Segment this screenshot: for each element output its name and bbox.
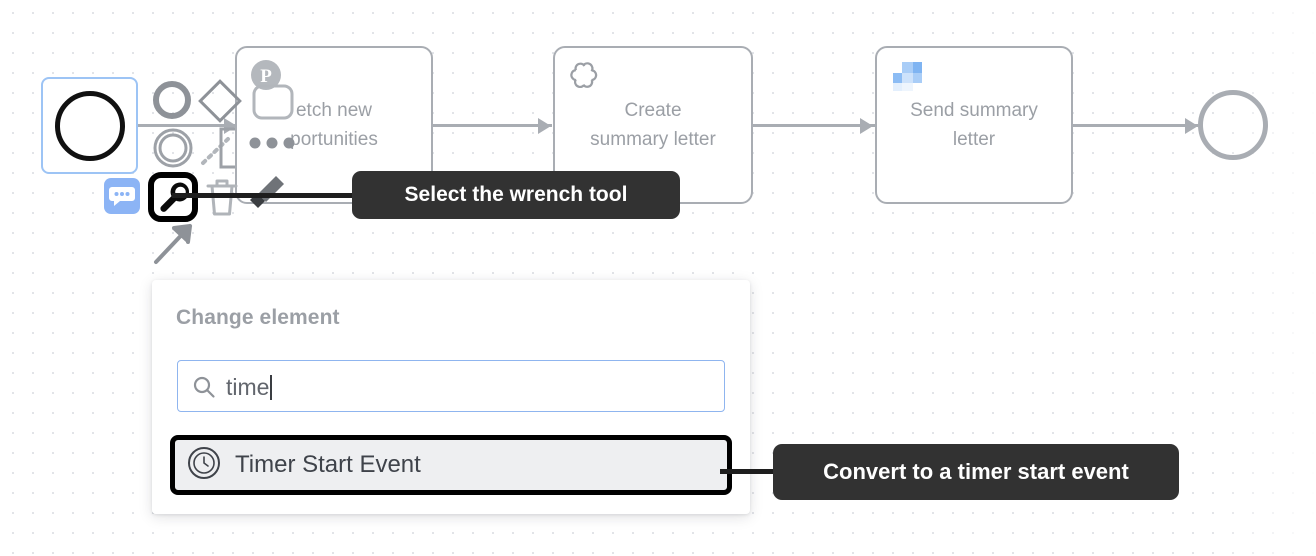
append-subprocess-icon[interactable] [215,126,239,175]
connector-task3-to-end [1073,124,1198,127]
append-end-event-icon[interactable] [152,80,192,125]
connector-start-to-task1 [137,124,237,127]
end-event-circle[interactable] [1198,90,1268,160]
task-label: Create summary letter [590,100,716,150]
comment-icon[interactable] [104,178,140,214]
task-label: etch new portunities [290,100,378,150]
pipedrive-icon: P [249,58,283,92]
change-element-dialog: Change element time Timer Start Event [152,280,750,514]
connector-task2-to-task3 [753,124,875,127]
dialog-title: Change element [176,306,340,329]
connector-task1-to-task2 [432,124,552,127]
result-timer-start-event[interactable]: Timer Start Event [170,435,732,495]
timer-start-event-icon [187,446,221,485]
append-task-icon[interactable] [252,84,294,125]
tooltip-text: Convert to a timer start event [823,459,1129,484]
append-intermediate-event-icon[interactable] [152,127,194,174]
tooltip-leader-timer [720,469,780,474]
task-send-summary-letter[interactable]: Send summary letter [875,46,1073,204]
connector-arrowhead-3 [860,118,873,134]
connector-arrowhead-4 [1185,118,1198,134]
task-label: Send summary letter [910,100,1038,150]
delete-icon[interactable] [204,176,240,223]
connect-icon[interactable] [200,135,232,172]
mouse-pointer-arrow [150,218,198,271]
search-text: time [226,374,270,400]
search-input-value: time [226,374,273,401]
result-label: Timer Start Event [235,451,421,478]
svg-text:P: P [260,66,272,87]
openai-icon [567,58,601,92]
tooltip-convert-timer: Convert to a timer start event [773,444,1179,500]
more-options-icon[interactable] [248,132,296,159]
search-input[interactable]: time [177,360,725,412]
search-icon [192,375,216,404]
text-caret [270,375,273,400]
connector-arrowhead-2 [538,118,551,134]
tooltip-text: Select the wrench tool [404,183,628,206]
start-event-circle[interactable] [55,91,125,161]
microsoft-outlook-icon [889,58,923,92]
tooltip-select-wrench: Select the wrench tool [352,171,680,219]
append-gateway-icon[interactable] [197,78,243,129]
tooltip-leader-wrench [172,193,372,198]
